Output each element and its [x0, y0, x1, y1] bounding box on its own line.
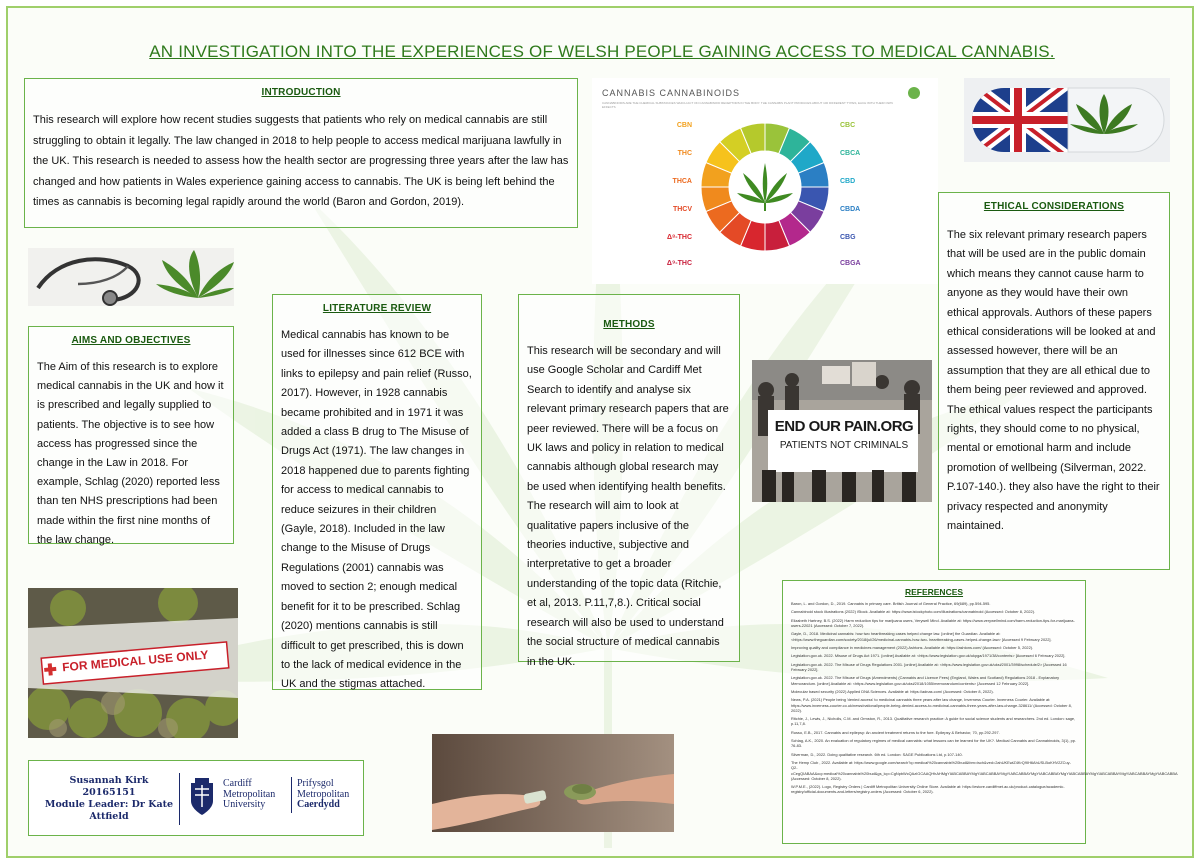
wheel-segment	[739, 122, 766, 155]
cannabinoid-label: CBD	[840, 178, 856, 185]
reference-item: Silverman, D., 2022. Doing qualitative r…	[791, 751, 963, 757]
university-line2: Metropolitan	[223, 788, 276, 800]
cannabinoid-label: THC	[677, 150, 692, 157]
references-heading: REFERENCES	[904, 587, 964, 597]
cannabinoid-label: CBG	[840, 234, 856, 241]
methods-section: METHODS This research will be secondary …	[518, 294, 740, 668]
cannabinoid-label: Δ⁸-THC	[666, 234, 692, 241]
introduction-heading: INTRODUCTION	[261, 87, 341, 98]
reference-item: Legislation.gov.uk. 2022. The Misuse of …	[791, 675, 1060, 686]
cannabinoid-label: CBGA	[840, 260, 861, 267]
protest-photo: END OUR PAIN.ORG PATIENTS NOT CRIMINALS	[752, 360, 932, 502]
cannabinoid-label: CBDA	[840, 206, 861, 213]
module-leader: Module Leader: Dr Kate Attfield	[44, 799, 174, 822]
university-name-cy: Prifysgol Metropolitan Caerdydd	[297, 778, 350, 811]
cannabinoid-label: CBC	[840, 122, 856, 129]
figure-logo-icon	[908, 87, 920, 99]
cannabis-leaf-icon	[737, 163, 793, 211]
poster-title: AN INVESTIGATION INTO THE EXPERIENCES OF…	[149, 42, 1055, 61]
reference-item: Elizabeth Hartney, B.S. (2022) Harm redu…	[791, 617, 1075, 628]
reference-item: Cannabinoid stock illustrations (2022) i…	[791, 609, 1036, 615]
cannabinoid-label: CBN	[676, 122, 692, 129]
university-crest-icon	[191, 778, 213, 815]
aims-text: The Aim of this research is to explore m…	[37, 361, 224, 546]
reference-item: Molecular based security (2022) Applied …	[791, 688, 994, 694]
hands-exchange-image	[432, 734, 674, 832]
banner-line2: PATIENTS NOT CRIMINALS	[779, 440, 909, 451]
reference-item: Legislation.gov.uk. 2022. The Misuse of …	[791, 661, 1067, 672]
reference-item: The Hemp Club , 2022. Available at: http…	[791, 760, 1178, 781]
literature-text: Medical cannabis has known to be used fo…	[281, 329, 472, 691]
references-section: REFERENCES Baron, L. and Gordon, D., 201…	[782, 580, 1178, 844]
reference-item: Improving quality and compliance in medi…	[791, 644, 1034, 650]
ethics-section: ETHICAL CONSIDERATIONS The six relevant …	[938, 192, 1170, 570]
university-line1: Cardiff	[223, 778, 252, 789]
aims-section: AIMS AND OBJECTIVES The Aim of this rese…	[28, 326, 234, 546]
poster: AN INVESTIGATION INTO THE EXPERIENCES OF…	[6, 6, 1194, 858]
university-cy-line1: Prifysgol	[297, 778, 334, 789]
cannabinoid-wheel	[700, 122, 830, 252]
reference-item: Ritchie, J., Lewis, J., Nicholls, C.M. a…	[791, 716, 1076, 727]
figure-subtitle: CANNABINOIDS ARE THE CHEMICAL SUBSTANCES…	[602, 101, 893, 109]
reference-item: W.P.M.E., (2022). Logo, Registry Orders …	[791, 784, 1065, 795]
reference-item: Baron, L. and Gordon, D., 2019. Cannabis…	[791, 601, 991, 606]
ethics-text: The six relevant primary research papers…	[947, 229, 1160, 533]
reference-item: Legislation.gov.uk. 2022. Misuse of Drug…	[791, 653, 1066, 659]
cannabinoid-label: THCA	[672, 178, 692, 185]
banner-line1: END OUR PAIN.ORG	[774, 418, 914, 435]
cannabinoid-label: THCV	[672, 206, 692, 213]
university-cy-line2: Metropolitan	[297, 788, 350, 800]
divider	[179, 773, 180, 825]
reference-item: Schlag, A.K., 2020. An evaluation of reg…	[791, 738, 1077, 749]
references-list: Baron, L. and Gordon, D., 2019. Cannabis…	[791, 601, 1178, 795]
introduction-text: This research will explore how recent st…	[33, 114, 569, 208]
literature-section: LITERATURE REVIEW Medical cannabis has k…	[272, 294, 482, 690]
reference-item: Gayle, D., 2018. Medicinal cannabis: how…	[791, 631, 1052, 642]
cannabinoid-label: Δ⁹-THC	[666, 260, 692, 267]
author-name: Susannah Kirk	[69, 775, 149, 786]
introduction-section: INTRODUCTION This research will explore …	[24, 78, 578, 228]
logo-divider	[291, 777, 292, 813]
reference-item: Russo, E.B., 2017. Cannabis and epilepsy…	[791, 729, 1000, 735]
student-id: 20165151	[82, 787, 136, 798]
author-box: Susannah Kirk 20165151 Module Leader: Dr…	[28, 760, 364, 836]
methods-text: This research will be secondary and will…	[527, 345, 729, 668]
uk-flag-pill-image	[964, 78, 1170, 162]
methods-heading: METHODS	[603, 319, 655, 330]
cannabinoid-label: CBCA	[840, 150, 861, 157]
university-line3: University	[223, 799, 266, 810]
ethics-heading: ETHICAL CONSIDERATIONS	[983, 201, 1125, 212]
reference-item: News, P.A. (2021) People being 'denied a…	[791, 697, 1072, 713]
university-cy-line3: Caerdydd	[297, 799, 340, 810]
aims-heading: AIMS AND OBJECTIVES	[71, 335, 191, 346]
literature-heading: LITERATURE REVIEW	[322, 303, 432, 314]
university-name-en: Cardiff Metropolitan University	[223, 778, 276, 811]
author-details: Susannah Kirk 20165151 Module Leader: Dr…	[39, 775, 179, 823]
stethoscope-image	[28, 248, 234, 306]
figure-title: CANNABIS CANNABINOIDS	[602, 88, 741, 98]
medical-cannabis-bag-image: FOR MEDICAL USE ONLY	[28, 588, 238, 738]
cannabinoids-figure: CANNABIS CANNABINOIDS CANNABINOIDS ARE T…	[592, 78, 938, 284]
